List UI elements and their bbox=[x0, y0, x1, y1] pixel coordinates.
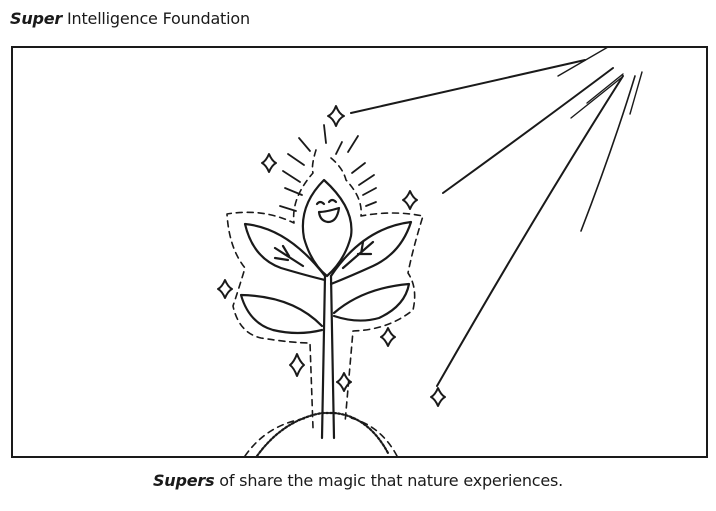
caption-bold: Supers bbox=[152, 471, 215, 490]
dashed-outline bbox=[226, 149, 424, 456]
caption-rest: of share the magic that nature experienc… bbox=[214, 471, 564, 490]
brand-title: Super Intelligence Foundation bbox=[10, 9, 250, 28]
brand-title-bold: Super bbox=[10, 9, 63, 28]
glow-lines bbox=[279, 124, 377, 212]
sun-rays-icon bbox=[350, 48, 643, 387]
illustration-frame bbox=[11, 46, 708, 458]
brand-title-rest: Intelligence Foundation bbox=[62, 9, 250, 28]
caption: Supers of share the magic that nature ex… bbox=[0, 471, 716, 490]
plant-icon bbox=[239, 178, 413, 456]
